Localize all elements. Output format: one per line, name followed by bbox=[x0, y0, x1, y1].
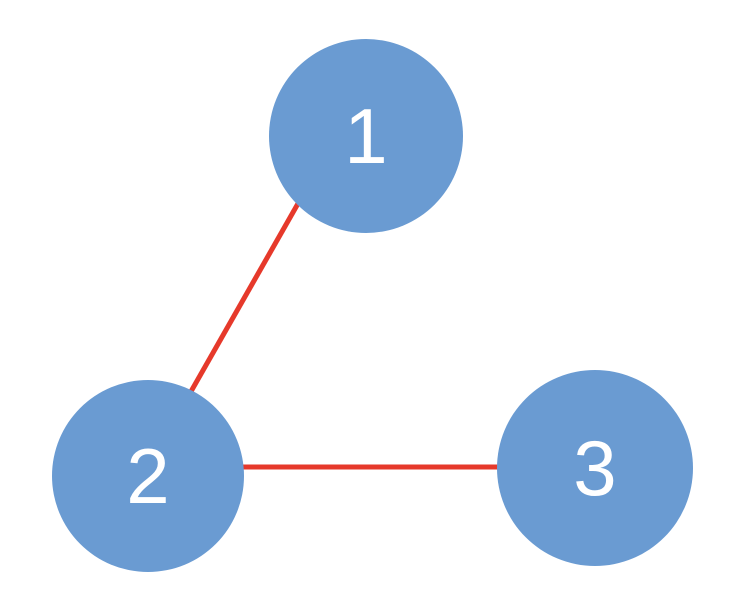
node-3[interactable] bbox=[497, 370, 693, 566]
edge-1-2[interactable] bbox=[182, 184, 311, 404]
node-2[interactable] bbox=[52, 380, 244, 572]
node-1[interactable] bbox=[269, 39, 463, 233]
